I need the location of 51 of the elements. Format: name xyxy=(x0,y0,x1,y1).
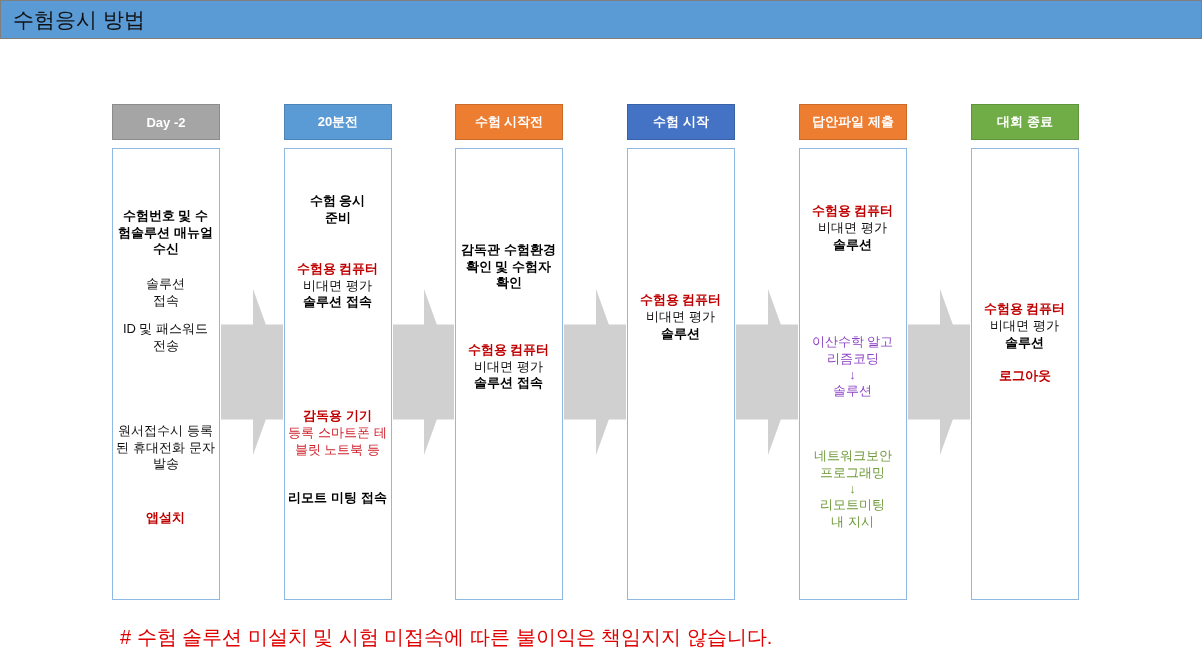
chevron-arrow xyxy=(393,289,454,455)
stage-header: 대회 종료 xyxy=(971,104,1079,140)
stage-header: Day -2 xyxy=(112,104,220,140)
instruction-text: 솔루션 xyxy=(660,326,701,343)
instruction-text: 리모트 미팅 접속 xyxy=(287,490,388,507)
instruction-text: 솔루션 접속 xyxy=(302,294,373,311)
instruction-text: 비대면 평가 xyxy=(473,359,544,376)
instruction-text: 비대면 평가 xyxy=(645,309,716,326)
stage-box xyxy=(971,148,1079,600)
instruction-text: 수험용 컴퓨터 xyxy=(810,203,895,220)
stage-header: 수험 시작 xyxy=(627,104,735,140)
instruction-text: 솔루션 xyxy=(832,383,873,400)
instruction-text: 로그아웃 xyxy=(997,368,1052,385)
instruction-text: 수험 응시 준비 xyxy=(308,193,367,226)
instruction-text: 비대면 평가 xyxy=(302,278,373,295)
chevron-arrow xyxy=(736,289,798,455)
instruction-text: 솔루션 접속 xyxy=(473,375,544,392)
instruction-text: 솔루션 xyxy=(832,237,873,254)
chevron-arrow xyxy=(908,289,970,455)
stage-box xyxy=(455,148,563,600)
instruction-text: ID 및 패스워드 전송 xyxy=(121,321,210,354)
instruction-text: 이산수학 알고리즘코딩 xyxy=(810,334,895,367)
chevron-arrow xyxy=(564,289,626,455)
instruction-text: 감독관 수험환경 확인 및 수험자 확인 xyxy=(460,242,557,292)
instruction-text: 네트워크보안 프로그래밍 xyxy=(812,448,893,481)
instruction-text: 수험용 컴퓨터 xyxy=(295,261,380,278)
stage-box xyxy=(627,148,735,600)
instruction-text: 등록 스마트폰 테블릿 노트북 등 xyxy=(287,425,388,458)
stage-box xyxy=(284,148,392,600)
footnote-text: # 수험 솔루션 미설치 및 시험 미접속에 따른 불이익은 책임지지 않습니다. xyxy=(120,625,773,650)
instruction-text: 수험용 컴퓨터 xyxy=(982,301,1067,318)
stage-header: 수험 시작전 xyxy=(455,104,563,140)
instruction-text: 원서접수시 등록된 휴대전화 문자 발송 xyxy=(115,423,216,473)
chevron-arrow xyxy=(221,289,283,455)
instruction-text: 감독용 기기 xyxy=(302,408,373,425)
instruction-text: 수험용 컴퓨터 xyxy=(466,342,551,359)
instruction-text: 솔루션 xyxy=(1004,335,1045,352)
instruction-text: 수험번호 및 수험솔루션 매뉴얼 수신 xyxy=(117,208,214,258)
instruction-text: 비대면 평가 xyxy=(817,220,888,237)
instruction-text: 솔루션 접속 xyxy=(145,276,186,309)
stage-header: 20분전 xyxy=(284,104,392,140)
instruction-text: ↓ xyxy=(848,367,857,384)
stage-box xyxy=(799,148,907,600)
instruction-text: 앱설치 xyxy=(145,510,186,527)
instruction-text: 리모트미팅 내 지시 xyxy=(819,497,886,530)
instruction-text: 수험용 컴퓨터 xyxy=(638,292,723,309)
instruction-text: ↓ xyxy=(848,481,857,498)
stage-box xyxy=(112,148,220,600)
title-bar: 수험응시 방법 xyxy=(0,0,1202,39)
instruction-text: 비대면 평가 xyxy=(989,318,1060,335)
stage-header: 답안파일 제출 xyxy=(799,104,907,140)
